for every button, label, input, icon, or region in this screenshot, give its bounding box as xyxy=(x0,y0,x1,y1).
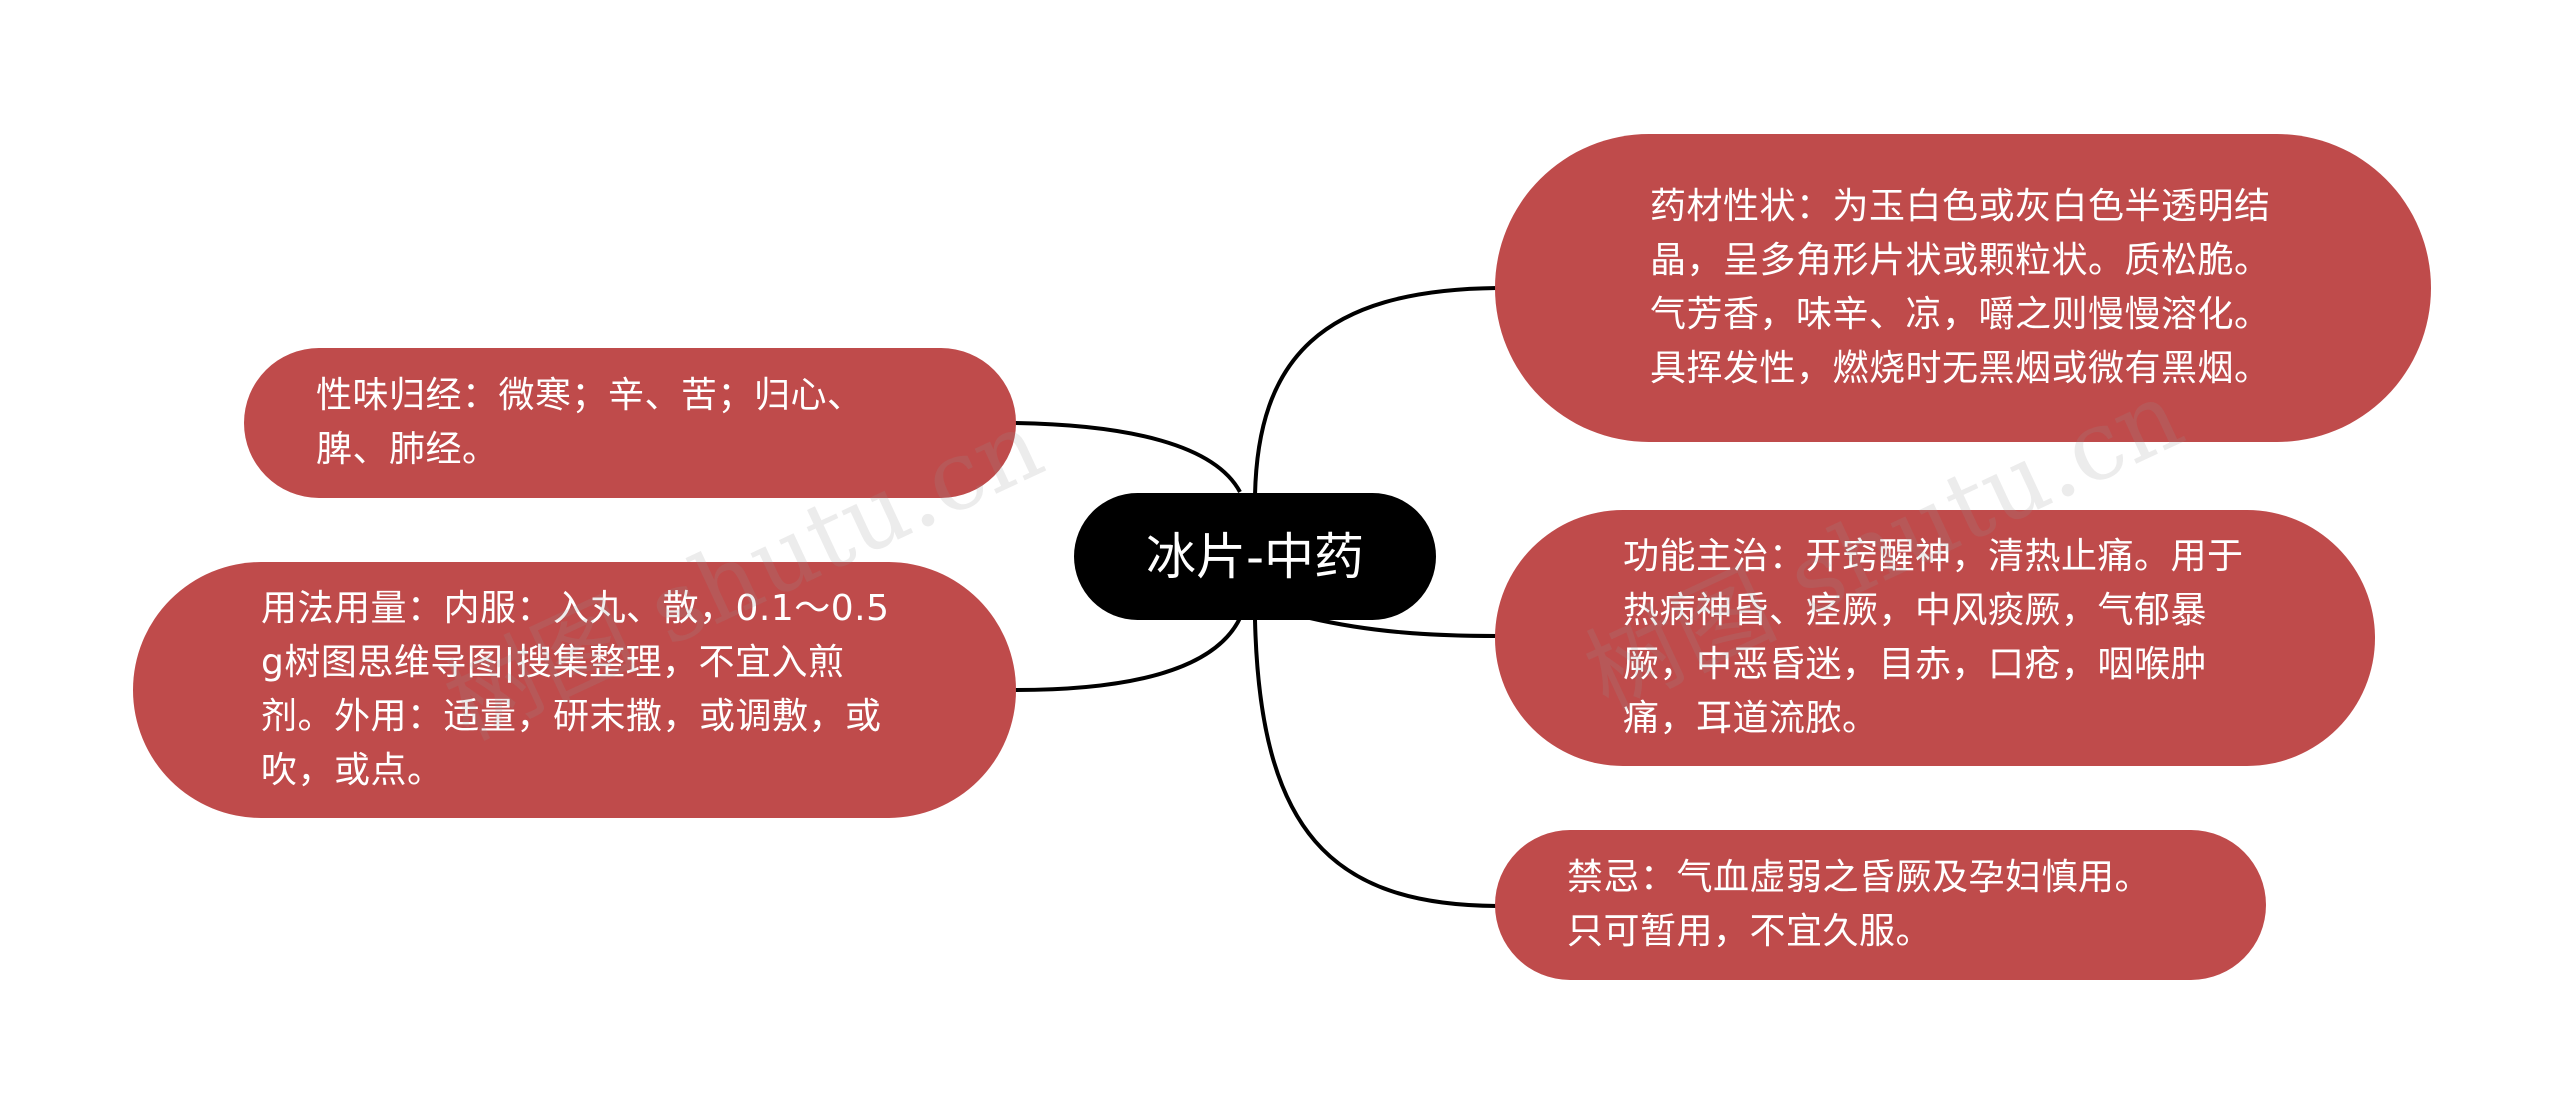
connector-gongneng xyxy=(1309,616,1498,638)
topic-gongneng[interactable]: 功能主治：开窍醒神，清热止痛。用于热病神昏、痉厥，中风痰厥，气郁暴厥，中恶昏迷，… xyxy=(1495,510,2375,766)
topic-yongfa[interactable]: 用法用量：内服：入丸、散，0.1～0.5g树图思维导图|搜集整理，不宜入煎剂。外… xyxy=(133,562,1016,818)
topic-jinji-label: 禁忌：气血虚弱之昏厥及孕妇慎用。只可暂用，不宜久服。 xyxy=(1567,857,2152,952)
connector-xingwei xyxy=(1014,421,1242,493)
topic-xingwei[interactable]: 性味归经：微寒；辛、苦；归心、脾、肺经。 xyxy=(244,348,1016,498)
central-topic-label: 冰片-中药 xyxy=(1145,527,1365,586)
topic-yaocai[interactable]: 药材性状：为玉白色或灰白色半透明结晶，呈多角形片状或颗粒状。质松脆。气芳香，味辛… xyxy=(1495,134,2431,442)
topic-yongfa-label: 用法用量：内服：入丸、散，0.1～0.5g树图思维导图|搜集整理，不宜入煎剂。外… xyxy=(261,588,890,791)
topic-gongneng-label: 功能主治：开窍醒神，清热止痛。用于热病神昏、痉厥，中风痰厥，气郁暴厥，中恶昏迷，… xyxy=(1623,536,2244,739)
central-topic[interactable]: 冰片-中药 xyxy=(1074,493,1436,620)
connector-yongfa xyxy=(1014,617,1242,692)
connector-yaocai xyxy=(1253,286,1498,496)
topic-xingwei-label: 性味归经：微寒；辛、苦；归心、脾、肺经。 xyxy=(316,375,864,470)
topic-yaocai-label: 药材性状：为玉白色或灰白色半透明结晶，呈多角形片状或颗粒状。质松脆。气芳香，味辛… xyxy=(1650,186,2271,389)
topic-jinji[interactable]: 禁忌：气血虚弱之昏厥及孕妇慎用。只可暂用，不宜久服。 xyxy=(1495,830,2266,980)
connector-jinji xyxy=(1253,619,1498,908)
